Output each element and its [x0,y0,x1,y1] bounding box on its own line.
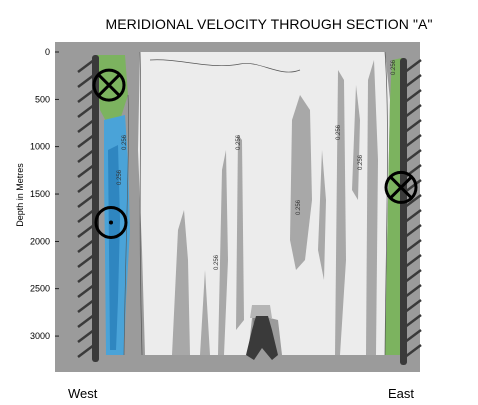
seamount [246,316,278,360]
hatch-mark [77,239,95,253]
hatch-mark [77,179,95,193]
y-tick-label: 1500 [30,189,50,199]
hatch-mark [77,134,95,148]
hatch-mark [404,149,422,163]
contour-line [149,59,301,73]
contour-label: 0.256 [358,154,364,170]
east-label: East [388,386,415,401]
y-tick-label: 2500 [30,284,50,294]
hatch-mark [77,224,95,238]
out-of-page-marker [94,205,128,239]
hatch-mark [77,164,95,178]
into-page-marker [384,170,418,204]
hatch-mark [77,269,95,283]
contour-label: 0.256 [122,134,128,150]
into-page-marker [92,68,126,102]
hatch-mark [404,344,422,358]
hatch-mark [404,314,422,328]
gray-tongue [172,210,190,355]
hatch-mark [77,89,95,103]
gray-tongue [236,135,244,330]
y-tick-label: 2000 [30,236,50,246]
hatch-mark [404,224,422,238]
gray-tongue [335,70,346,355]
y-axis-ticks: 0 500 1000 1500 2000 2500 3000 [30,47,59,341]
contour-label: 0.256 [336,124,342,140]
hatch-mark [77,74,95,88]
hatch-mark [77,209,95,223]
west-wall-hatching [77,59,95,358]
hatch-mark [404,194,422,208]
gray-tongue [200,270,210,355]
contour-line [139,51,143,356]
gray-tongue [366,60,378,355]
hatch-mark [77,254,95,268]
blue-flow-core [108,145,120,350]
contour-label: 0.256 [391,59,397,75]
hatch-mark [77,314,95,328]
green-flow-east [385,58,403,355]
gray-tongue [218,150,228,355]
hatch-mark [404,254,422,268]
y-tick-label: 0 [45,47,50,57]
gray-tongue [290,95,312,270]
light-region [138,52,390,355]
contour-line [123,94,129,356]
east-wall-hatching [404,59,422,358]
hatch-mark [404,329,422,343]
y-tick-label: 1000 [30,142,50,152]
hatch-mark [404,179,422,193]
hatch-mark [77,149,95,163]
y-tick-label: 500 [35,94,50,104]
contour-labels: 0.256 0.256 0.256 0.256 0.256 0.256 0.256 0.256 [117,59,397,270]
hatch-mark [77,104,95,118]
gray-tongue [318,150,326,280]
hatch-mark [404,59,422,73]
hatch-mark [404,239,422,253]
hatch-mark [77,194,95,208]
hatch-mark [77,329,95,343]
hatch-mark [404,299,422,313]
gray-tongue [250,305,272,318]
contour-label: 0.256 [214,254,220,270]
hatch-mark [404,209,422,223]
hatch-mark [77,119,95,133]
hatch-mark [404,104,422,118]
hatch-mark [77,59,95,73]
contour-label: 0.256 [117,169,123,185]
contour-label: 0.256 [296,199,302,215]
hatch-mark [404,134,422,148]
hatch-mark [404,284,422,298]
west-label: West [68,386,98,401]
chart-title: MERIDIONAL VELOCITY THROUGH SECTION "A" [105,16,433,32]
hatch-mark [77,284,95,298]
hatch-mark [404,119,422,133]
contour-label: 0.256 [236,134,242,150]
y-tick-label: 3000 [30,331,50,341]
hatch-mark [404,269,422,283]
velocity-markers [92,68,418,239]
hatch-mark [77,299,95,313]
hatch-mark [77,344,95,358]
hatch-mark [404,74,422,88]
hatch-mark [404,89,422,103]
gray-tongue [352,85,360,200]
east-wall [400,58,407,365]
